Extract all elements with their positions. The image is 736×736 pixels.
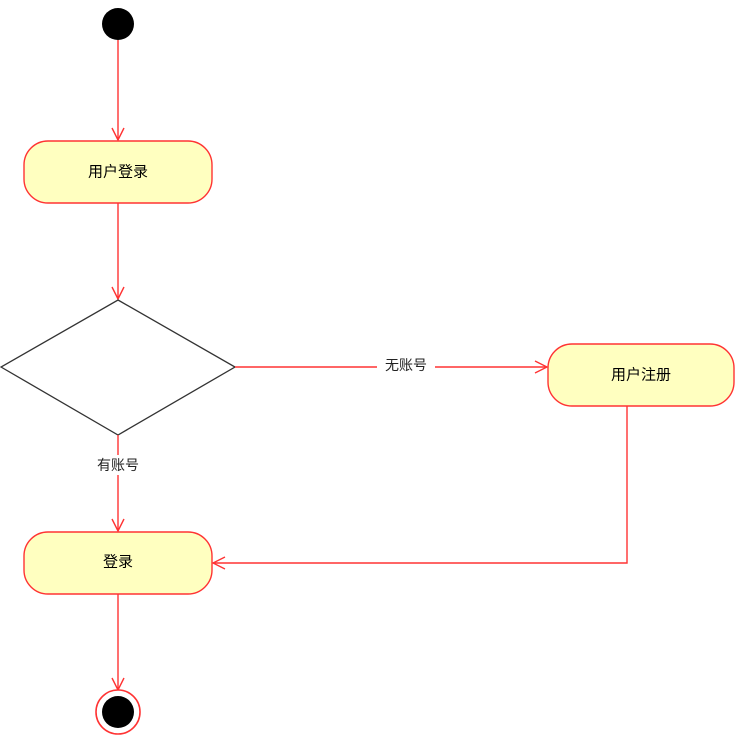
decision-node[interactable] bbox=[0, 299, 237, 436]
action-node-register-label: 用户注册 bbox=[611, 366, 671, 384]
edge-label-has-account: 有账号 bbox=[97, 458, 139, 474]
action-node-register[interactable]: 用户注册 bbox=[547, 343, 735, 407]
action-node-user-login-label: 用户登录 bbox=[88, 163, 148, 181]
action-node-login-label: 登录 bbox=[103, 553, 133, 571]
edge-label-no-account: 无账号 bbox=[385, 358, 427, 374]
end-node[interactable] bbox=[95, 689, 141, 735]
action-node-login[interactable]: 登录 bbox=[23, 531, 213, 595]
start-node[interactable] bbox=[102, 8, 134, 40]
action-node-user-login[interactable]: 用户登录 bbox=[23, 140, 213, 204]
edge-label-bg-has-account bbox=[89, 455, 147, 475]
edge-label-bg-no-account bbox=[377, 356, 435, 376]
edge-register-to-login bbox=[213, 406, 628, 563]
